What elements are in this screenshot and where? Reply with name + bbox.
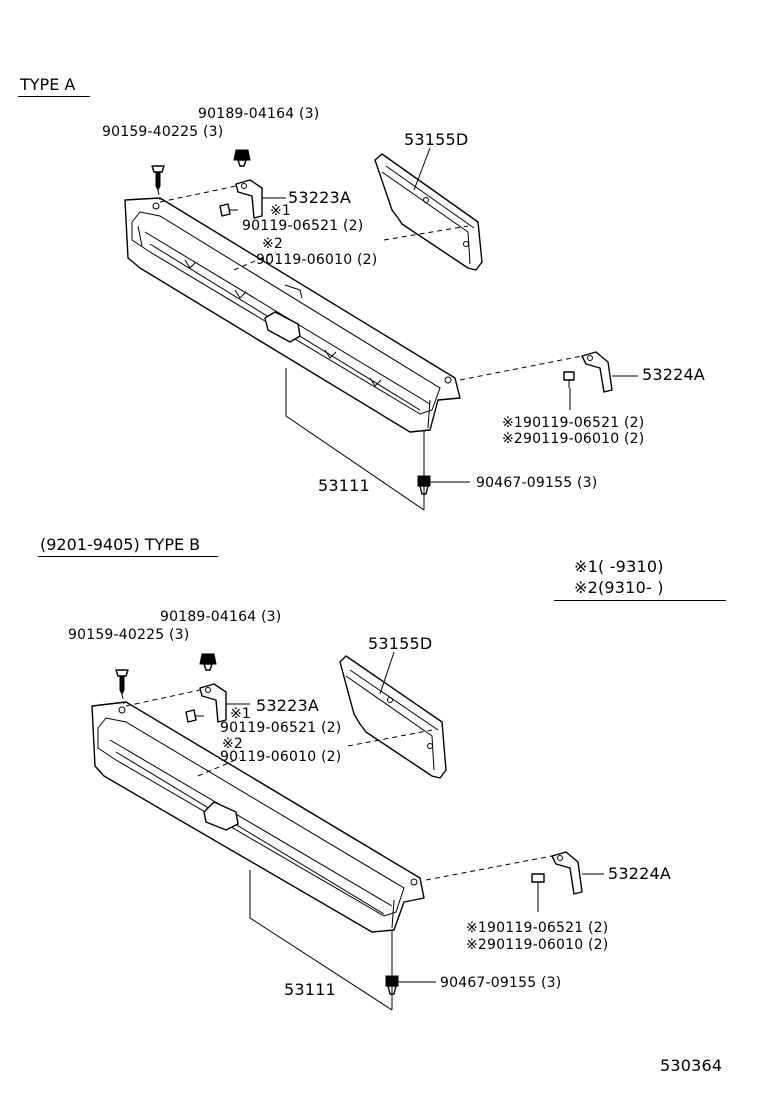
label-53111-b: 53111 (284, 980, 336, 999)
note-1-a: ※1 (270, 203, 292, 219)
label-53111-a: 53111 (318, 476, 370, 495)
clip-90189-b (199, 653, 217, 671)
label-53155d-b: 53155D (368, 634, 433, 653)
type-b-title: (9201-9405) TYPE B (40, 535, 201, 554)
clip-90189-a (233, 149, 251, 167)
grille-53111-b (91, 701, 425, 933)
label-90119-06010-a: 90119-06010 (2) (256, 252, 378, 268)
plate-53155d-a (374, 153, 483, 271)
type-a-title-underline (18, 96, 90, 97)
legend-note-1: ※1( -9310) (574, 557, 664, 576)
label-r1-a: ※190119-06521 (2) (502, 415, 645, 431)
bracket-53223a-a (235, 179, 263, 219)
type-a-assembly (124, 147, 638, 511)
bracket-53223a-b (199, 683, 227, 723)
label-90119-06521-b: 90119-06521 (2) (220, 720, 342, 736)
bolt-90119-right-b (531, 873, 545, 892)
label-90467-09155-b: 90467-09155 (3) (440, 975, 562, 991)
label-90119-06521-a: 90119-06521 (2) (242, 218, 364, 234)
label-90159-40225-a: 90159-40225 (3) (102, 124, 224, 140)
bolt-90119-a (219, 203, 238, 217)
plate-53155d-b (339, 655, 447, 779)
bolt-90119-right-a (563, 371, 575, 388)
bolt-90119-b (185, 709, 204, 723)
label-90119-06010-b: 90119-06010 (2) (220, 749, 342, 765)
figure-number: 530364 (660, 1056, 723, 1075)
type-a-title: TYPE A (20, 75, 76, 94)
label-53224a-a: 53224A (642, 365, 706, 384)
label-53224a-b: 53224A (608, 864, 672, 883)
type-b-assembly (91, 651, 604, 1011)
label-90159-40225-b: 90159-40225 (3) (68, 627, 190, 643)
bracket-53224a-a (581, 351, 613, 393)
label-r1-b: ※190119-06521 (2) (466, 920, 609, 936)
bracket-53224a-b (551, 851, 583, 895)
screw-90159-b (115, 669, 129, 696)
type-b-title-underline (38, 556, 218, 557)
legend-underline (554, 600, 726, 601)
label-r2-a: ※290119-06010 (2) (502, 431, 645, 447)
note-1-b: ※1 (230, 706, 252, 722)
note-2-b: ※2 (222, 736, 244, 752)
grille-53111-a (124, 197, 461, 433)
label-90467-09155-a: 90467-09155 (3) (476, 475, 598, 491)
label-53155d-a: 53155D (404, 130, 469, 149)
screw-90159-a (151, 165, 165, 192)
label-90189-04164-b: 90189-04164 (3) (160, 609, 282, 625)
label-53223a-b: 53223A (256, 696, 320, 715)
label-r2-b: ※290119-06010 (2) (466, 937, 609, 953)
label-90189-04164-a: 90189-04164 (3) (198, 106, 320, 122)
note-2-a: ※2 (262, 236, 284, 252)
label-53223a-a: 53223A (288, 188, 352, 207)
legend-note-2: ※2(9310- ) (574, 578, 664, 597)
